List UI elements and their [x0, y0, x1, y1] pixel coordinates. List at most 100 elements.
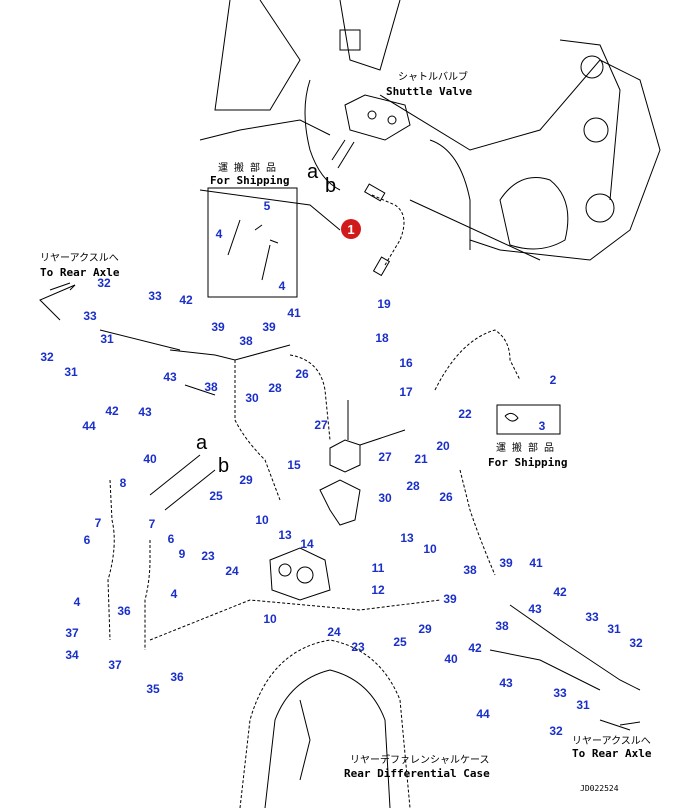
drawing-code: JD022524: [580, 784, 619, 793]
callout-6: 6: [168, 532, 175, 546]
callout-10: 10: [255, 513, 269, 527]
callout-34: 34: [65, 648, 79, 662]
marker-a-2: a: [196, 432, 208, 454]
callout-39: 39: [211, 320, 225, 334]
callout-33: 33: [83, 309, 97, 323]
callout-4: 4: [74, 595, 81, 609]
callout-12: 12: [371, 583, 385, 597]
callout-33: 33: [585, 610, 599, 624]
marker-b: b: [325, 175, 336, 197]
valve-assembly: [269, 547, 331, 601]
callout-33: 33: [553, 686, 567, 700]
shipping-box-1: [207, 187, 298, 298]
callout-39: 39: [499, 556, 513, 570]
callout-32: 32: [549, 724, 563, 738]
callout-40: 40: [143, 452, 157, 466]
callout-31: 31: [64, 365, 78, 379]
callout-18: 18: [375, 331, 389, 345]
callout-25: 25: [209, 489, 223, 503]
callout-29: 29: [418, 622, 432, 636]
callout-35: 35: [146, 682, 160, 696]
callout-28: 28: [268, 381, 282, 395]
shuttle-valve-label-jp: シャトルバルブ: [398, 70, 468, 83]
callout-36: 36: [170, 670, 184, 684]
callout-15: 15: [287, 458, 301, 472]
callout-32: 32: [40, 350, 54, 364]
callout-42: 42: [105, 404, 119, 418]
callout-31: 31: [607, 622, 621, 636]
shipping-label-jp: 運搬部品: [218, 161, 282, 174]
rear-axle-label: To Rear Axle: [40, 266, 120, 279]
callout-37: 37: [65, 626, 79, 640]
shuttle-valve: [331, 94, 411, 169]
marker-b-2: b: [218, 455, 229, 477]
callout-3: 3: [539, 419, 546, 433]
callout-30: 30: [245, 391, 259, 405]
callout-39: 39: [262, 320, 276, 334]
callout-2: 2: [550, 373, 557, 387]
callout-21: 21: [414, 452, 428, 466]
callout-29: 29: [239, 473, 253, 487]
callout-41: 41: [287, 306, 301, 320]
callout-7: 7: [95, 516, 102, 530]
callout-19: 19: [377, 297, 391, 311]
callout-17: 17: [399, 385, 413, 399]
callout-40: 40: [444, 652, 458, 666]
callout-31: 31: [100, 332, 114, 346]
machine-frame: [199, 0, 661, 261]
highlight-marker-1: [341, 219, 361, 239]
shipping-label: For Shipping: [210, 174, 289, 187]
hose-part-1: [371, 194, 405, 266]
callout-25: 25: [393, 635, 407, 649]
callout-43: 43: [528, 602, 542, 616]
callout-32: 32: [97, 276, 111, 290]
callout-36: 36: [117, 604, 131, 618]
shipping-label-2: For Shipping: [488, 456, 567, 469]
callout-44: 44: [82, 419, 96, 433]
hose-2: [434, 329, 521, 391]
callout-43: 43: [163, 370, 177, 384]
callout-42: 42: [468, 641, 482, 655]
diff-case-label-jp: リヤーデファレンシャルケース: [350, 753, 490, 766]
callout-26: 26: [295, 367, 309, 381]
callout-43: 43: [499, 676, 513, 690]
rear-axle-label-jp: リヤーアクスルへ: [40, 252, 119, 264]
callout-39: 39: [443, 592, 457, 606]
callout-6: 6: [84, 533, 91, 547]
callout-28: 28: [406, 479, 420, 493]
shipping-box-2: [496, 404, 561, 435]
callout-31: 31: [576, 698, 590, 712]
callout-43: 43: [138, 405, 152, 419]
callout-22: 22: [458, 407, 472, 421]
callout-27: 27: [378, 450, 392, 464]
highlight-number: 1: [347, 222, 354, 237]
callout-14: 14: [300, 537, 314, 551]
callout-20: 20: [436, 439, 450, 453]
callout-38: 38: [495, 619, 509, 633]
callout-37: 37: [108, 658, 122, 672]
marker-a: a: [307, 161, 319, 183]
callout-23: 23: [201, 549, 215, 563]
callout-32: 32: [629, 636, 643, 650]
shuttle-valve-label: Shuttle Valve: [386, 85, 472, 98]
rear-differential-case: [239, 639, 411, 808]
callout-13: 13: [400, 531, 414, 545]
rear-axle-label-jp-2: リヤーアクスルへ: [572, 735, 651, 747]
diff-case-label: Rear Differential Case: [344, 767, 490, 780]
callout-4: 4: [171, 587, 178, 601]
callout-26: 26: [439, 490, 453, 504]
callout-42: 42: [179, 293, 193, 307]
callout-7: 7: [149, 517, 156, 531]
callout-9: 9: [179, 547, 186, 561]
callout-16: 16: [399, 356, 413, 370]
callout-44: 44: [476, 707, 490, 721]
callout-4: 4: [216, 227, 223, 241]
callout-38: 38: [204, 380, 218, 394]
callout-30: 30: [378, 491, 392, 505]
callout-10: 10: [263, 612, 277, 626]
callout-41: 41: [529, 556, 543, 570]
callout-33: 33: [148, 289, 162, 303]
